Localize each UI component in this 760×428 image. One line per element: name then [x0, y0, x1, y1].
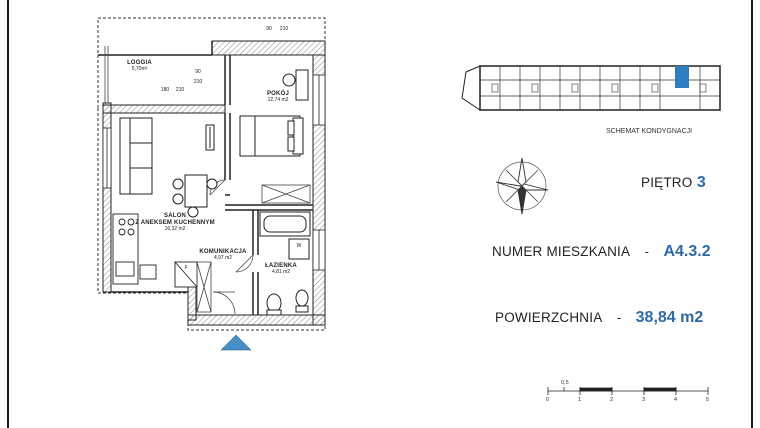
apartment-value: A4.3.2 — [663, 243, 711, 260]
compass-icon — [495, 157, 549, 215]
washer-label: W — [296, 243, 302, 249]
door-swings — [209, 179, 254, 315]
floor-label: PIĘTRO — [641, 175, 693, 190]
room-lazienka-name: ŁAZIENKA — [265, 263, 297, 269]
apartment-row: NUMER MIESZKANIA - A4.3.2 — [492, 243, 711, 261]
room-salon: SALON Z ANEKSEM KUCHENNYM 16,32 m2 — [132, 213, 218, 233]
toilet-icon — [266, 289, 309, 316]
room-lazienka-area: 4,81 m2 — [271, 268, 291, 275]
building-schematic — [461, 65, 721, 111]
scale-label-1: 1 — [578, 397, 582, 403]
tv-icon — [205, 124, 215, 151]
room-loggia-name: LOGGIA — [127, 60, 152, 66]
room-komunikacja-area: 4,97 m2 — [213, 254, 233, 261]
loggia-railing — [104, 46, 109, 103]
room-salon-subname: Z ANEKSEM KUCHENNYM — [135, 219, 215, 226]
left-frame-line — [7, 0, 9, 428]
desk-icon — [282, 69, 309, 101]
scale-label-5: 5 — [706, 397, 710, 403]
room-pokoj-name: POKÓJ — [266, 91, 289, 97]
room-loggia: LOGGIA 5,70m² — [112, 60, 167, 73]
room-salon-area: 16,32 m2 — [164, 225, 186, 232]
sofa-icon — [119, 117, 153, 195]
scale-bar — [547, 387, 709, 395]
scale-label-0: 0 — [546, 397, 550, 403]
door-dim-1-height: 210 — [279, 26, 289, 32]
bathtub-icon — [259, 211, 311, 237]
scale-label-4: 4 — [674, 397, 678, 403]
apartment-dash: - — [644, 244, 650, 259]
scale-label-2: 2 — [610, 397, 614, 403]
door-dim-3-height: 210 — [175, 87, 185, 93]
door-dim-1-width: 90 — [266, 26, 272, 32]
schemat-label: SCHEMAT KONDYGNACJI — [606, 128, 693, 135]
wardrobe-icon — [261, 184, 311, 204]
area-dash: - — [616, 310, 622, 325]
floor-row: PIĘTRO 3 — [641, 174, 706, 192]
right-frame-line — [751, 0, 753, 428]
fridge-label: F — [184, 265, 188, 271]
scale-label-half: 0,5 — [561, 380, 569, 386]
room-komunikacja-name: KOMUNIKACJA — [199, 249, 247, 255]
washer-icon — [288, 238, 310, 260]
door-dim-2-width: 90 — [195, 69, 201, 75]
kitchen-counter-icon — [112, 213, 198, 288]
windows — [102, 74, 326, 271]
hall-closet-icon — [196, 261, 212, 313]
area-value: 38,84 m2 — [635, 309, 704, 326]
door-dim-2-height: 210 — [193, 79, 203, 85]
area-row: POWIERZCHNIA - 38,84 m2 — [495, 309, 703, 327]
room-lazienka: ŁAZIENKA 4,81 m2 — [258, 263, 304, 276]
room-loggia-area: 5,70m² — [131, 65, 148, 72]
area-label: POWIERZCHNIA — [495, 310, 603, 325]
dining-table-icon — [172, 174, 218, 218]
room-pokoj-area: 12,74 m2 — [267, 96, 289, 103]
entrance-arrow-icon — [220, 334, 252, 351]
scale-label-3: 3 — [642, 397, 646, 403]
room-salon-name: SALON — [164, 213, 186, 219]
room-komunikacja: KOMUNIKACJA 4,97 m2 — [196, 249, 250, 262]
door-dim-3-width: 180 — [160, 87, 170, 93]
bed-icon — [239, 115, 304, 157]
apartment-label: NUMER MIESZKANIA — [492, 244, 631, 259]
floor-value: 3 — [696, 174, 706, 191]
plot-boundary-dashed — [97, 17, 326, 331]
room-pokoj: POKÓJ 12,74 m2 — [248, 91, 308, 104]
interior-walls — [98, 41, 313, 315]
